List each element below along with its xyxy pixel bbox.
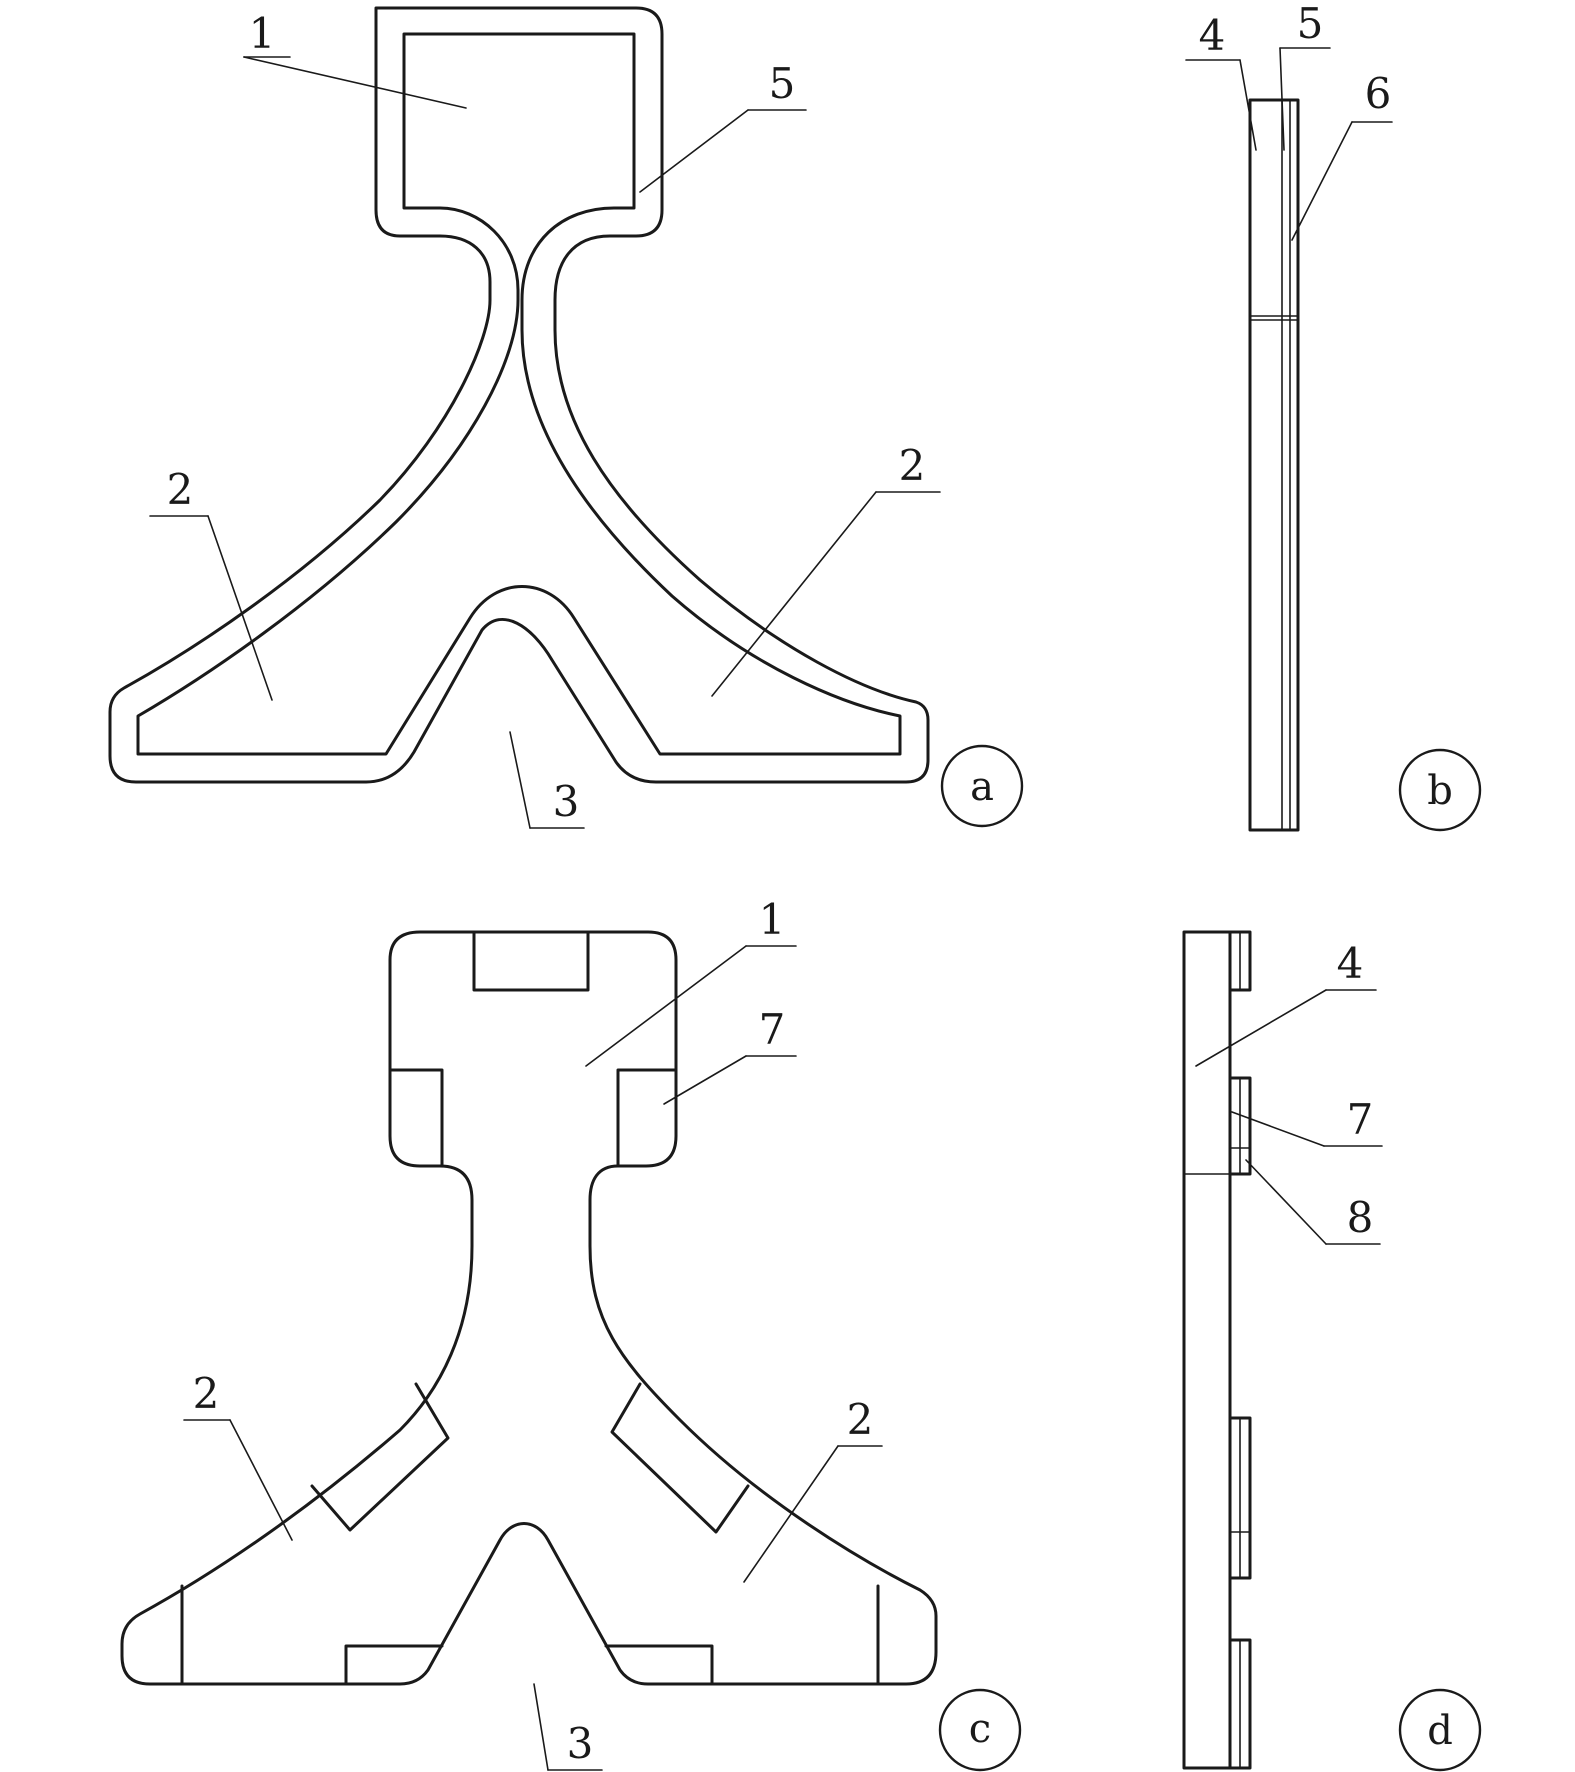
callout-d-4: 4	[1337, 939, 1364, 988]
panel-a: 1 5 2 2 3 a	[108, 6, 1024, 829]
panel-b-badge	[1398, 748, 1482, 832]
leader-a3	[509, 731, 531, 829]
leader-d8	[1245, 1159, 1327, 1245]
callout-c-1: 1	[759, 895, 786, 944]
callout-a-5: 5	[769, 59, 796, 108]
leader-a2l	[207, 515, 273, 701]
leader-b5	[1279, 47, 1285, 151]
callout-a-2-right: 2	[899, 441, 926, 490]
leader-c7	[663, 1055, 747, 1105]
panel-c-badge	[938, 1688, 1022, 1772]
panel-a-inner-contour	[136, 32, 902, 756]
panel-d: 4 7 8 d	[1182, 930, 1482, 1772]
panel-a-badge	[940, 744, 1024, 828]
leader-a2r	[711, 491, 877, 697]
leader-b4	[1239, 59, 1257, 151]
callout-b-5: 5	[1297, 0, 1324, 48]
leader-c3	[533, 1683, 549, 1771]
panel-d-body	[1182, 930, 1232, 1770]
panel-a-outer-contour	[108, 6, 930, 784]
leader-d4	[1195, 989, 1327, 1067]
leader-b6	[1291, 121, 1353, 241]
leader-a1	[243, 56, 467, 109]
panel-a-label: a	[970, 764, 994, 810]
panel-c-tab-bottom-left	[344, 1644, 444, 1686]
panel-c-label: c	[969, 1706, 991, 1752]
leader-c2r	[743, 1445, 839, 1583]
callout-c-2-left: 2	[193, 1369, 220, 1418]
callout-a-2-left: 2	[167, 465, 194, 514]
callout-d-7: 7	[1347, 1095, 1374, 1144]
panel-c-contour	[120, 930, 938, 1686]
panel-c-tab-arm-right	[610, 1382, 750, 1534]
callout-c-3: 3	[567, 1719, 594, 1768]
panel-b-body	[1248, 98, 1300, 832]
callout-b-6: 6	[1365, 69, 1392, 118]
leader-c1	[585, 945, 747, 1067]
panel-c-tab-top	[472, 930, 590, 992]
callout-c-2-right: 2	[847, 1395, 874, 1444]
leader-c2l	[229, 1419, 293, 1541]
callout-a-1: 1	[249, 9, 276, 58]
leader-d7	[1231, 1111, 1325, 1147]
panel-d-label: d	[1427, 1708, 1453, 1754]
panel-c-tab-left	[388, 1068, 444, 1168]
panel-c-tab-arm-left	[310, 1382, 450, 1532]
callout-d-8: 8	[1347, 1193, 1374, 1242]
panel-c: 1 7 2 2 3 c	[120, 895, 1022, 1772]
leader-a5	[639, 109, 749, 193]
panel-c-tab-right	[616, 1068, 678, 1168]
callout-b-4: 4	[1199, 11, 1226, 60]
panel-b-label: b	[1427, 768, 1453, 814]
panel-b: 4 5 6 b	[1185, 0, 1482, 832]
callout-c-7: 7	[759, 1005, 786, 1054]
panel-c-tab-bottom-right	[604, 1644, 714, 1686]
panel-d-badge	[1398, 1688, 1482, 1772]
callout-a-3: 3	[553, 777, 580, 826]
